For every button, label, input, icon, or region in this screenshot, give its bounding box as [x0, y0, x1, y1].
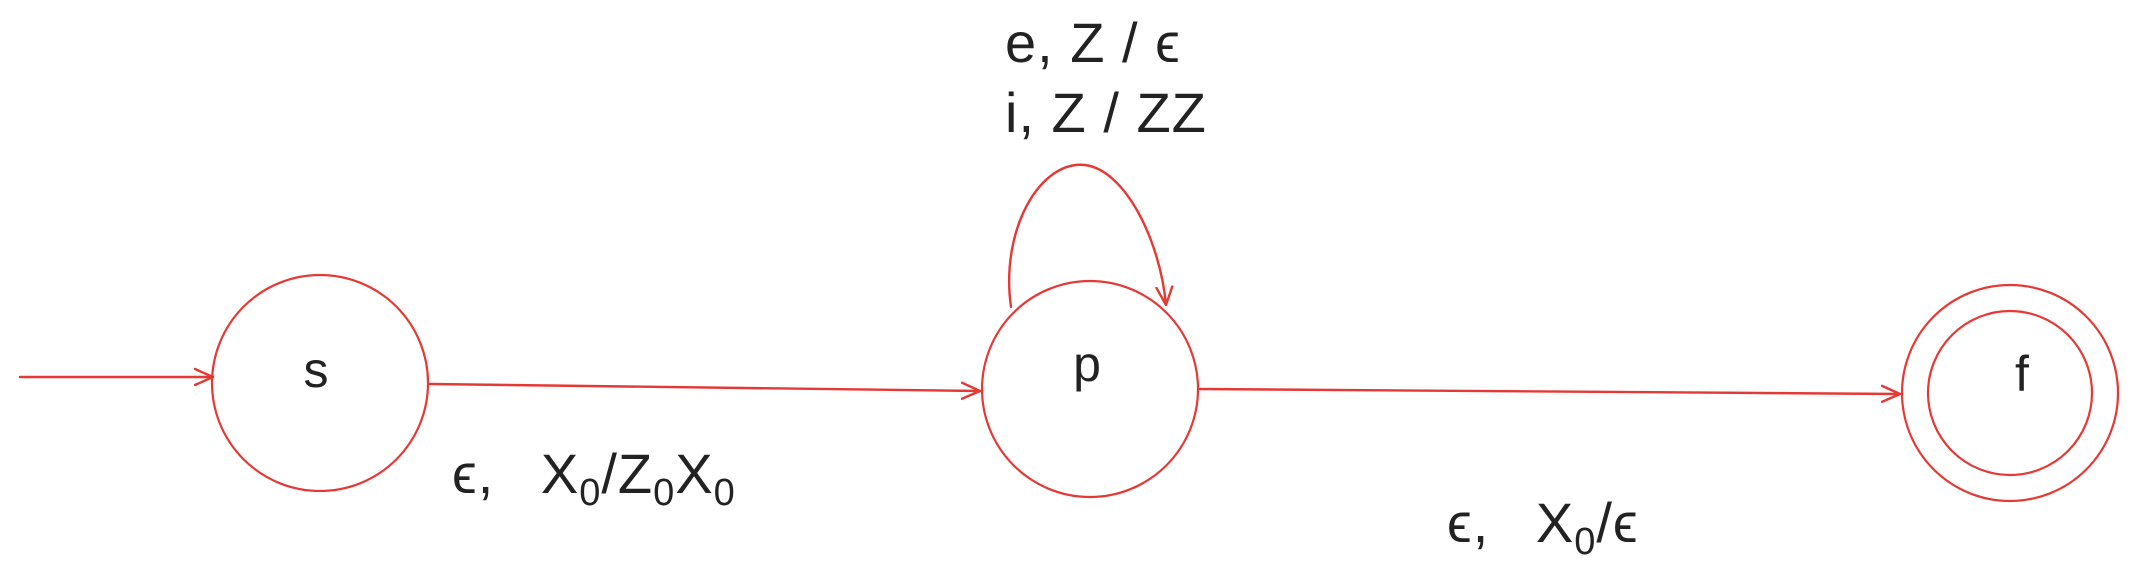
state-f-outer-circle: [1900, 283, 2120, 503]
state-s-label: s: [304, 342, 329, 398]
transition-p-loop-label-line-1: e, Z / ϵ: [1005, 11, 1181, 74]
state-p-label: p: [1073, 336, 1101, 392]
transition-s-to-p-label: ϵ, X0/Z0X0: [452, 442, 736, 514]
state-f-label: f: [2015, 346, 2029, 402]
transition-p-to-f-sub-1: 0: [1574, 521, 1596, 563]
transition-p-to-f-prefix: ϵ,: [1447, 491, 1489, 554]
state-f-inner-circle: [1926, 309, 2094, 477]
transition-s-to-p-prefix: ϵ,: [452, 442, 494, 505]
state-s: s: [210, 273, 430, 493]
transition-s-to-p-sub-3: 0: [714, 472, 736, 514]
transition-p-loop-edge: [1008, 163, 1166, 309]
state-p: p: [980, 279, 1200, 499]
transition-p-to-f-label: ϵ, X0/ϵ: [1447, 491, 1639, 563]
state-f: f: [1900, 283, 2120, 503]
transition-s-to-p-sub-1: 0: [579, 472, 601, 514]
transition-s-to-p-part-2: /Z: [601, 442, 653, 505]
transition-p-to-f-part-2: /ϵ: [1596, 491, 1638, 554]
transition-p-to-f-part-1: X: [1536, 491, 1574, 554]
transition-s-to-p-part-1: X: [541, 442, 579, 505]
state-s-circle: [210, 273, 430, 493]
state-p-circle: [980, 279, 1200, 499]
transition-s-to-p-edge: [428, 384, 982, 391]
transition-s-to-p-part-3: X: [675, 442, 713, 505]
transition-s-to-p-sub-2: 0: [653, 472, 675, 514]
transition-p-to-f-edge: [1198, 389, 1902, 394]
transition-p-loop-label-line-2: i, Z / ZZ: [1005, 81, 1207, 144]
